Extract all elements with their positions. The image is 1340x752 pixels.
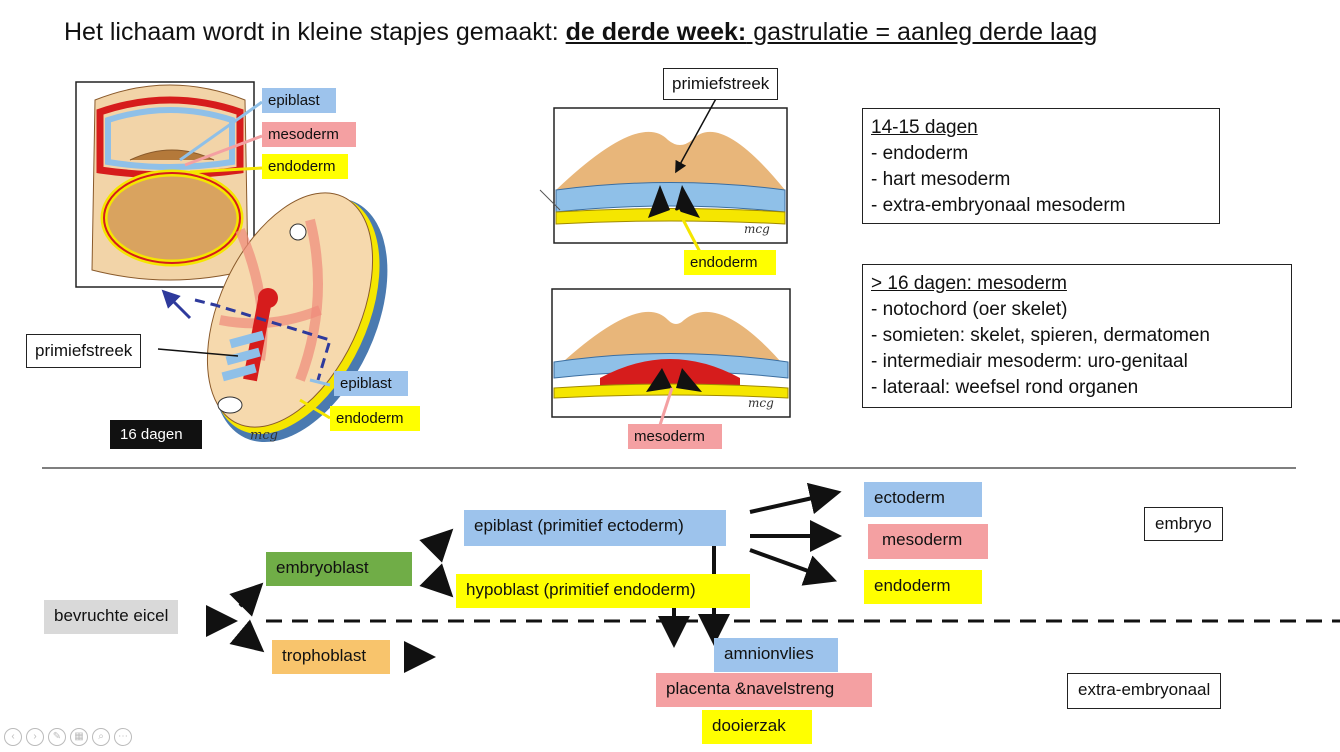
label-mesoderm-top: mesoderm xyxy=(262,122,356,147)
info-box-14-15-dagen: 14-15 dagen - endoderm - hart mesoderm -… xyxy=(862,108,1220,224)
slide-title: Het lichaam wordt in kleine stapjes gema… xyxy=(64,18,1097,47)
zoom-icon[interactable]: ⌕ xyxy=(92,728,110,746)
title-rest: gastrulatie = aanleg derde laag xyxy=(746,18,1098,46)
label-endoderm-bottom: endoderm xyxy=(330,406,420,431)
info-box-2-item: - intermediair mesoderm: uro-genitaal xyxy=(871,351,1188,372)
node-mesoderm: mesoderm xyxy=(868,524,988,559)
badge-16-dagen: 16 dagen xyxy=(110,420,202,449)
node-trophoblast: trophoblast xyxy=(272,640,390,674)
node-ectoderm: ectoderm xyxy=(864,482,982,517)
node-placenta: placenta &navelstreng xyxy=(656,673,872,707)
node-epiblast: epiblast (primitief ectoderm) xyxy=(464,510,726,546)
embryo-cross-section-illustration xyxy=(75,81,255,288)
node-endoderm: endoderm xyxy=(864,570,982,604)
info-box-2-item: - lateraal: weefsel rond organen xyxy=(871,377,1139,398)
info-box-2-heading: > 16 dagen: mesoderm xyxy=(871,273,1067,294)
node-bevruchte-eicel: bevruchte eicel xyxy=(44,600,179,634)
label-primiefstreek-left: primiefstreek xyxy=(26,334,142,368)
info-box-1-item: - extra-embryonaal mesoderm xyxy=(871,195,1126,216)
title-bold: de derde week: xyxy=(565,18,747,46)
more-options-icon[interactable]: ⋯ xyxy=(114,728,132,746)
signature-left: mcg xyxy=(250,428,278,443)
info-box-16-dagen: > 16 dagen: mesoderm - notochord (oer sk… xyxy=(862,264,1292,408)
label-epiblast-top: epiblast xyxy=(262,88,336,113)
label-endoderm-top: endoderm xyxy=(262,154,348,179)
pen-icon[interactable]: ✎ xyxy=(48,728,66,746)
label-endoderm-middle: endoderm xyxy=(684,250,776,275)
next-slide-icon[interactable]: › xyxy=(26,728,44,746)
node-embryoblast: embryoblast xyxy=(266,552,412,586)
node-hypoblast: hypoblast (primitief endoderm) xyxy=(456,574,750,608)
node-amnionvlies: amnionvlies xyxy=(714,638,838,672)
info-box-2-item: - somieten: skelet, spieren, dermatomen xyxy=(871,325,1210,346)
signature-middle-bottom: mcg xyxy=(748,396,774,410)
label-primiefstreek-middle: primiefstreek xyxy=(663,68,779,100)
node-dooierzak: dooierzak xyxy=(702,710,812,744)
info-box-1-item: - endoderm xyxy=(871,143,969,164)
label-epiblast-bottom: epiblast xyxy=(334,371,408,396)
label-mesoderm-middle: mesoderm xyxy=(628,424,722,449)
info-box-2-item: - notochord (oer skelet) xyxy=(871,299,1068,320)
label-embryo: embryo xyxy=(1144,507,1223,541)
slides-grid-icon[interactable]: ▦ xyxy=(70,728,88,746)
slide-navigation-toolbar: ‹ › ✎ ▦ ⌕ ⋯ xyxy=(4,728,132,746)
info-box-1-item: - hart mesoderm xyxy=(871,169,1011,190)
title-prefix: Het lichaam wordt in kleine stapjes gema… xyxy=(64,18,566,46)
primitive-streak-section-top xyxy=(539,107,788,244)
label-extra-embryonaal: extra-embryonaal xyxy=(1067,673,1222,709)
info-box-1-heading: 14-15 dagen xyxy=(871,117,978,138)
previous-slide-icon[interactable]: ‹ xyxy=(4,728,22,746)
signature-middle-top: mcg xyxy=(744,222,770,236)
